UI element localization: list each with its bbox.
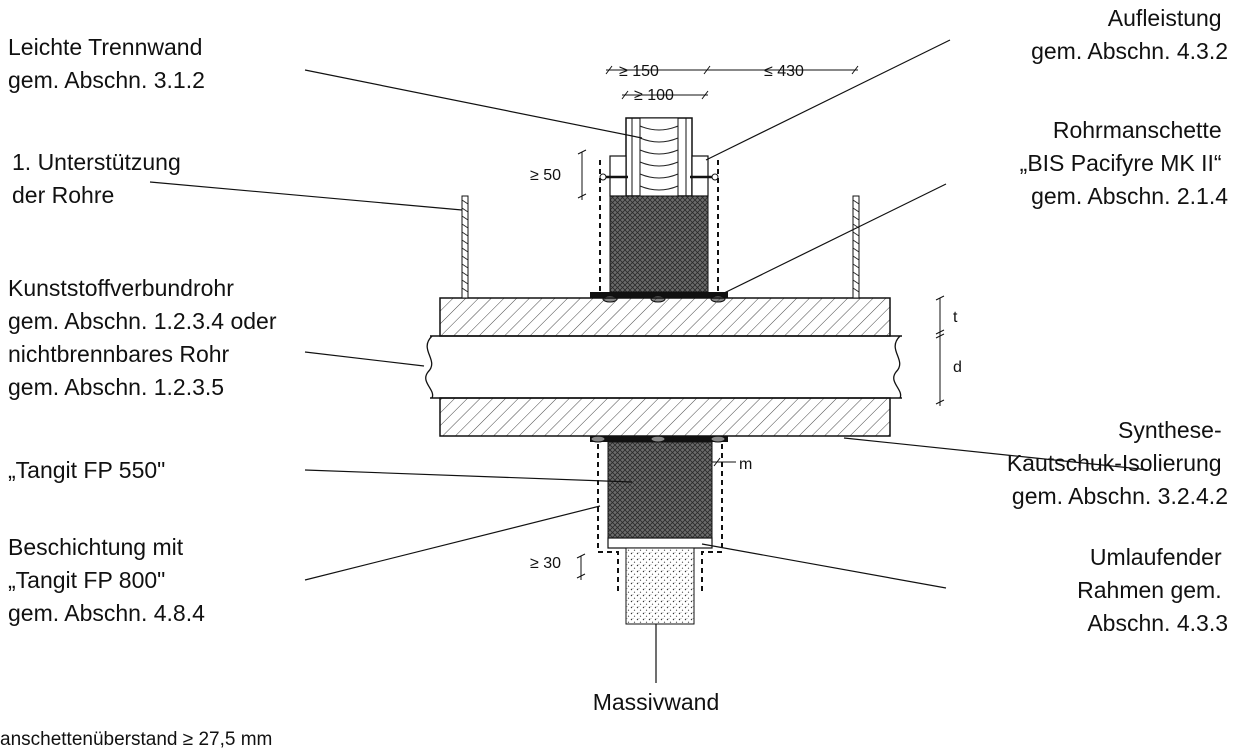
dim-d: d bbox=[953, 359, 962, 376]
label-pipe: Kunststoffverbundrohr gem. Abschn. 1.2.3… bbox=[8, 275, 283, 400]
pipe bbox=[425, 335, 902, 399]
insulation-upper bbox=[439, 297, 891, 337]
solid-wall bbox=[625, 547, 695, 625]
label-tangit-fp550: „Tangit FP 550" bbox=[8, 457, 165, 483]
dim-30: ≥ 30 bbox=[530, 555, 561, 572]
frame-lower bbox=[607, 537, 713, 549]
dim-t: t bbox=[953, 309, 958, 326]
label-aufleistung: Aufleistung gem. Abschn. 4.3.2 bbox=[1031, 5, 1228, 64]
dim-430: ≤ 430 bbox=[764, 63, 804, 80]
label-frame: Umlaufender Rahmen gem. Abschn. 4.3.3 bbox=[1077, 544, 1228, 636]
label-insulation: Synthese- Kautschuk-Isolierung gem. Absc… bbox=[1007, 417, 1228, 509]
label-pipe-collar: Rohrmanschette „BIS Pacifyre MK II“ gem.… bbox=[1020, 117, 1229, 209]
footnote: anschettenüberstand ≥ 27,5 mm bbox=[0, 729, 272, 750]
pipe-support-left bbox=[461, 195, 469, 299]
insulation-lower bbox=[439, 397, 891, 437]
coating-upper bbox=[599, 160, 719, 294]
coating-lower bbox=[597, 444, 723, 592]
sealant-fill-lower bbox=[607, 441, 713, 539]
dim-m: m bbox=[739, 456, 752, 473]
sealant-fill-upper bbox=[609, 195, 709, 293]
light-partition-wall bbox=[599, 117, 719, 197]
pipe-support-right bbox=[852, 195, 860, 299]
leader-lines bbox=[149, 39, 1151, 589]
label-massivwand: Massivwand bbox=[593, 689, 720, 715]
dim-50: ≥ 50 bbox=[530, 167, 561, 184]
label-pipe-support: 1. Unterstützung der Rohre bbox=[12, 149, 187, 208]
label-coating: Beschichtung mit „Tangit FP 800" gem. Ab… bbox=[8, 534, 205, 626]
dimension-lines bbox=[576, 65, 945, 580]
dim-150: ≥ 150 bbox=[619, 63, 659, 80]
dim-100: ≥ 100 bbox=[634, 87, 674, 104]
label-light-partition-wall: Leichte Trennwand gem. Abschn. 3.1.2 bbox=[8, 34, 209, 93]
